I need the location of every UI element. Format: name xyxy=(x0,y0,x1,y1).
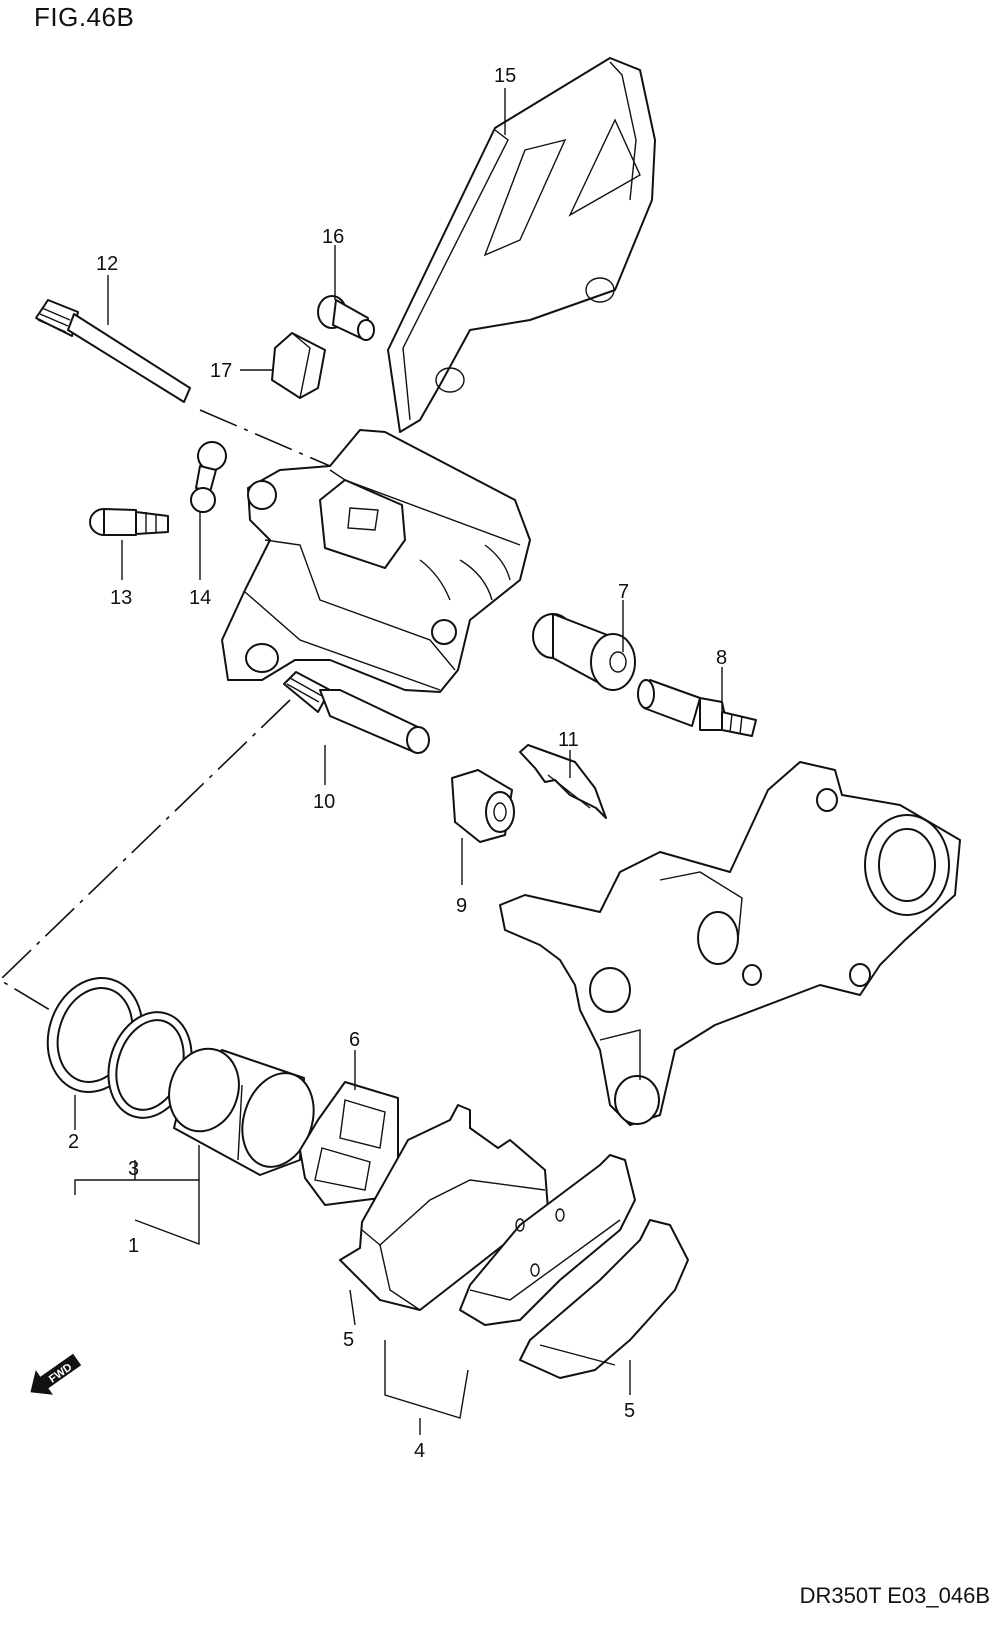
part-17-cap[interactable] xyxy=(271,332,326,399)
center-line-upper xyxy=(199,409,331,467)
part-16-bolt[interactable] xyxy=(317,295,375,341)
label-part-8: 8 xyxy=(716,647,727,669)
label-part-5-right: 5 xyxy=(624,1400,635,1422)
part-8-bolt[interactable] xyxy=(637,679,757,737)
label-part-2: 2 xyxy=(68,1131,79,1153)
label-part-12: 12 xyxy=(96,253,118,275)
label-part-9: 9 xyxy=(456,895,467,917)
part-15-guard-plate[interactable] xyxy=(387,57,656,433)
label-part-16: 16 xyxy=(322,226,344,248)
fwd-arrow-icon: FWD xyxy=(30,1353,82,1395)
label-part-7: 7 xyxy=(618,581,629,603)
label-part-13: 13 xyxy=(110,587,132,609)
part-7-collar[interactable] xyxy=(532,613,636,691)
label-part-10: 10 xyxy=(313,791,335,813)
part-10-slide-pin[interactable] xyxy=(283,671,430,754)
figure-title: FIG.46B xyxy=(34,2,135,32)
part-6-pad-shim[interactable] xyxy=(299,1081,399,1206)
part-1-piston[interactable] xyxy=(159,1040,325,1177)
label-part-4: 4 xyxy=(414,1440,425,1462)
part-14-clip[interactable] xyxy=(190,441,227,513)
label-part-11: 11 xyxy=(558,729,579,751)
part-13-bleeder-valve[interactable] xyxy=(89,508,169,536)
figure-code: DR350T E03_046B xyxy=(799,1583,990,1608)
caliper-body[interactable] xyxy=(221,429,531,693)
label-part-14: 14 xyxy=(189,587,211,609)
center-line-lower xyxy=(0,699,291,1011)
label-part-15: 15 xyxy=(494,65,516,87)
caliper-bracket[interactable] xyxy=(499,761,961,1126)
label-part-1: 1 xyxy=(128,1235,139,1257)
leader-lines xyxy=(74,88,723,1435)
part-5-pad-backing[interactable] xyxy=(519,1219,689,1379)
part-12-pin[interactable] xyxy=(35,299,191,403)
part-labels: 15 16 12 17 13 14 7 8 11 10 9 6 2 3 1 5 … xyxy=(68,65,727,1462)
part-9-boot[interactable] xyxy=(451,769,515,843)
label-part-5-left: 5 xyxy=(343,1329,354,1351)
label-part-6: 6 xyxy=(349,1029,360,1051)
label-part-3: 3 xyxy=(128,1158,139,1180)
part-4-brake-pad-set[interactable] xyxy=(339,1104,636,1326)
label-part-17: 17 xyxy=(210,360,232,382)
part-11-spring-clip[interactable] xyxy=(519,744,607,819)
part-3-piston-seal[interactable] xyxy=(95,1001,204,1128)
